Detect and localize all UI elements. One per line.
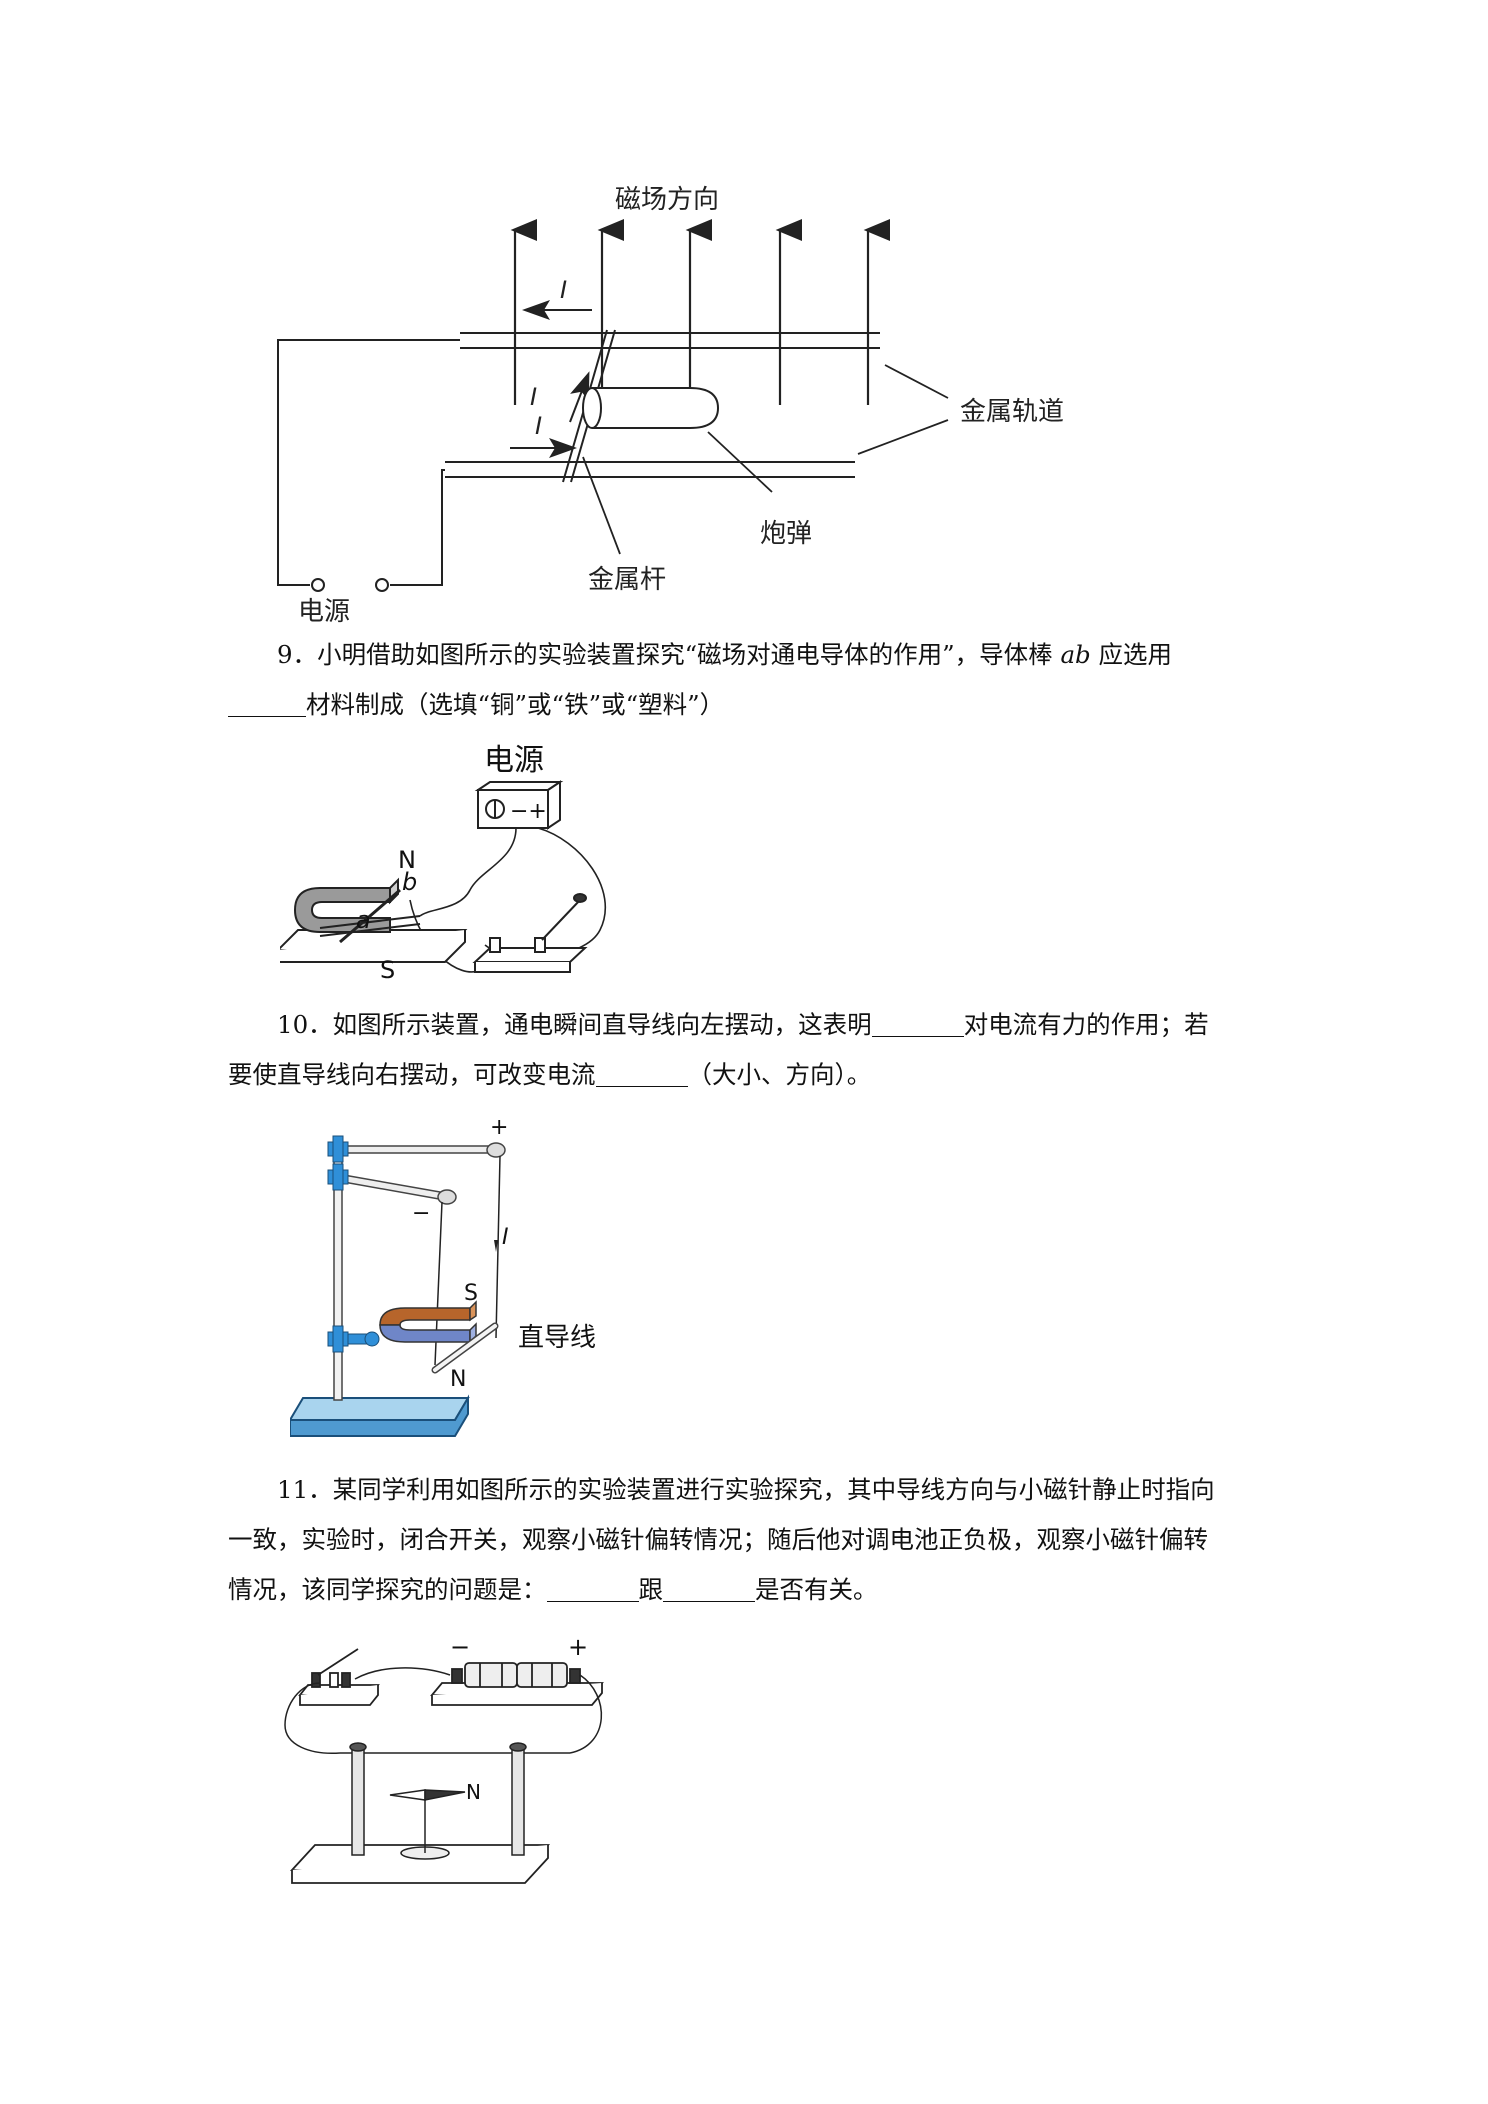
q11-battery — [430, 1662, 604, 1706]
question-10: 10．如图所示装置，通电瞬间直导线向左摆动，这表明 对电流有力的作用；若 — [277, 1000, 1209, 1050]
q11-switch — [298, 1648, 380, 1706]
q11-compass-needle — [389, 1789, 466, 1860]
q9-magnet-base — [280, 929, 468, 963]
q9-rails — [319, 915, 421, 937]
power-terminal-right — [375, 578, 389, 592]
q10-stand-base — [290, 1394, 470, 1437]
power-terminal-left — [311, 578, 325, 592]
q11-blank-1[interactable] — [546, 1571, 639, 1602]
railgun-diagram: 磁场方向 电源 I I I 金属轨道 炮弹 金属杆 — [277, 185, 1064, 627]
q9-ab: ab — [1060, 640, 1091, 669]
q10-minus-label: − — [412, 1201, 430, 1226]
q9-switch — [472, 893, 588, 973]
q11-posts — [349, 1742, 527, 1856]
field-direction-label: 磁场方向 — [615, 185, 719, 215]
q9-meter-signs: −+ — [510, 799, 547, 824]
q10-blank-2[interactable] — [595, 1056, 688, 1087]
question-9-line2: 材料制成（选填“铜”或“铁”或“塑料”） — [228, 680, 724, 730]
q10-label-s: S — [464, 1281, 478, 1306]
q9-label-n: N — [398, 846, 416, 874]
current-label-rod: I — [530, 383, 537, 411]
q9-line1-after: 应选用 — [1090, 640, 1173, 669]
question-9: 9．小明借助如图所示的实验装置探究“磁场对通电导体的作用”，导体棒 ab 应选用 — [277, 630, 1172, 680]
question-11: 11．某同学利用如图所示的实验装置进行实验探究，其中导线方向与小磁针静止时指向 — [277, 1465, 1215, 1515]
q9-power-label: 电源 — [484, 743, 544, 778]
q11-minus-label: − — [450, 1635, 470, 1661]
current-label-top: I — [560, 276, 567, 304]
q9-power-supply — [474, 780, 564, 830]
q11-plus-label: + — [568, 1635, 588, 1661]
q10-line1-after: 对电流有力的作用；若 — [963, 1010, 1209, 1039]
q9-conductor-ab — [339, 888, 401, 944]
q10-line2-after: （大小、方向）。 — [687, 1060, 872, 1089]
q9-apparatus: 电源 −+ N b a S — [280, 743, 606, 980]
q10-blank-1[interactable] — [871, 1006, 964, 1037]
current-arrow-rod — [569, 371, 590, 423]
q11-line3-before: 情况，该同学探究的问题是： — [228, 1575, 547, 1604]
current-label-bottom: I — [535, 412, 542, 440]
q10-upper-arm — [333, 1145, 495, 1154]
q9-label-b: b — [402, 868, 417, 896]
q9-label-a: a — [356, 906, 371, 934]
q10-plus-label: + — [490, 1120, 508, 1140]
question-11-line2: 一致，实验时，闭合开关，观察小磁针偏转情况；随后他对调电池正负极，观察小磁针偏转 — [228, 1515, 1208, 1565]
q10-label-n: N — [450, 1367, 466, 1392]
q10-horseshoe-magnet — [379, 1300, 477, 1344]
question-11-line3: 情况，该同学探究的问题是： 跟 是否有关。 — [228, 1565, 878, 1615]
q9-answer-blank[interactable] — [228, 686, 306, 717]
q11-line1: 11．某同学利用如图所示的实验装置进行实验探究，其中导线方向与小磁针静止时指向 — [277, 1475, 1215, 1504]
q11-line3-mid: 跟 — [638, 1575, 664, 1604]
q9-line2: 材料制成（选填“铜”或“铁”或“塑料”） — [306, 690, 725, 719]
q10-line1-before: 10．如图所示装置，通电瞬间直导线向左摆动，这表明 — [277, 1010, 872, 1039]
question-10-line2: 要使直导线向右摆动，可改变电流 （大小、方向）。 — [228, 1050, 871, 1100]
q10-current-label: I — [502, 1225, 509, 1250]
leader-lines — [582, 364, 949, 555]
q11-line3-after: 是否有关。 — [755, 1575, 878, 1604]
metal-tracks — [277, 332, 880, 586]
q11-wires — [284, 1667, 602, 1754]
q11-label-n: N — [466, 1780, 481, 1804]
q10-apparatus: + − I S N 直导线 — [290, 1120, 596, 1437]
q11-blank-2[interactable] — [663, 1571, 755, 1602]
metal-track-label: 金属轨道 — [960, 397, 1064, 427]
q10-current-arrow — [494, 1240, 498, 1252]
magnetic-field-arrows — [510, 219, 890, 405]
q10-clamps — [327, 1135, 380, 1353]
q9-line1-before: 9．小明借助如图所示的实验装置探究“磁场对通电导体的作用”，导体棒 — [277, 640, 1061, 669]
metal-rod-label: 金属杆 — [588, 565, 666, 595]
projectile-label: 炮弹 — [760, 519, 812, 549]
projectile — [582, 387, 720, 429]
q11-line2: 一致，实验时，闭合开关，观察小磁针偏转情况；随后他对调电池正负极，观察小磁针偏转 — [228, 1525, 1208, 1554]
q10-lower-arm — [337, 1173, 441, 1200]
power-source-label: 电源 — [298, 597, 350, 627]
q9-label-s: S — [380, 956, 395, 980]
q10-line2-before: 要使直导线向右摆动，可改变电流 — [228, 1060, 596, 1089]
q10-straight-wire-label: 直导线 — [518, 1323, 596, 1353]
q11-apparatus: − + N — [284, 1635, 604, 1884]
